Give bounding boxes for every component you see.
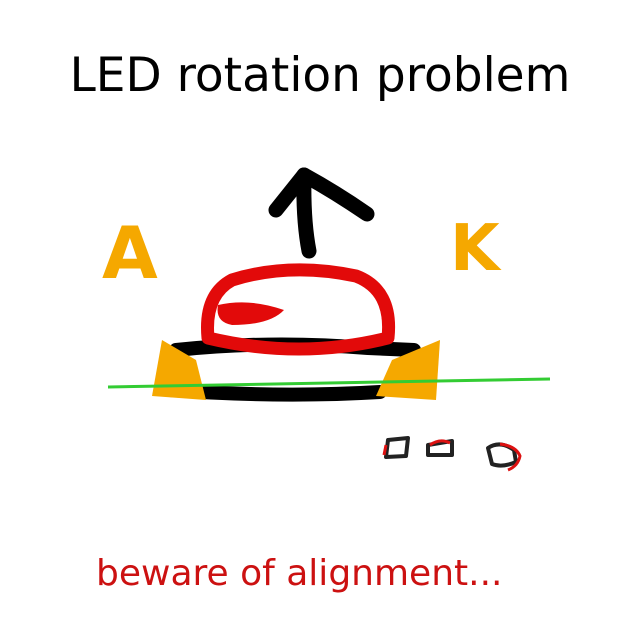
- page-title: LED rotation problem: [69, 48, 571, 103]
- alignment-line: [107, 377, 551, 389]
- led-dome: [201, 263, 396, 356]
- up-arrow-icon: [268, 167, 375, 259]
- footprint-marks: [382, 436, 522, 472]
- right-pad: [376, 340, 440, 400]
- cathode-label: K: [450, 212, 502, 286]
- caption-text: beware of alignment...: [96, 553, 503, 594]
- anode-label: A: [102, 211, 158, 295]
